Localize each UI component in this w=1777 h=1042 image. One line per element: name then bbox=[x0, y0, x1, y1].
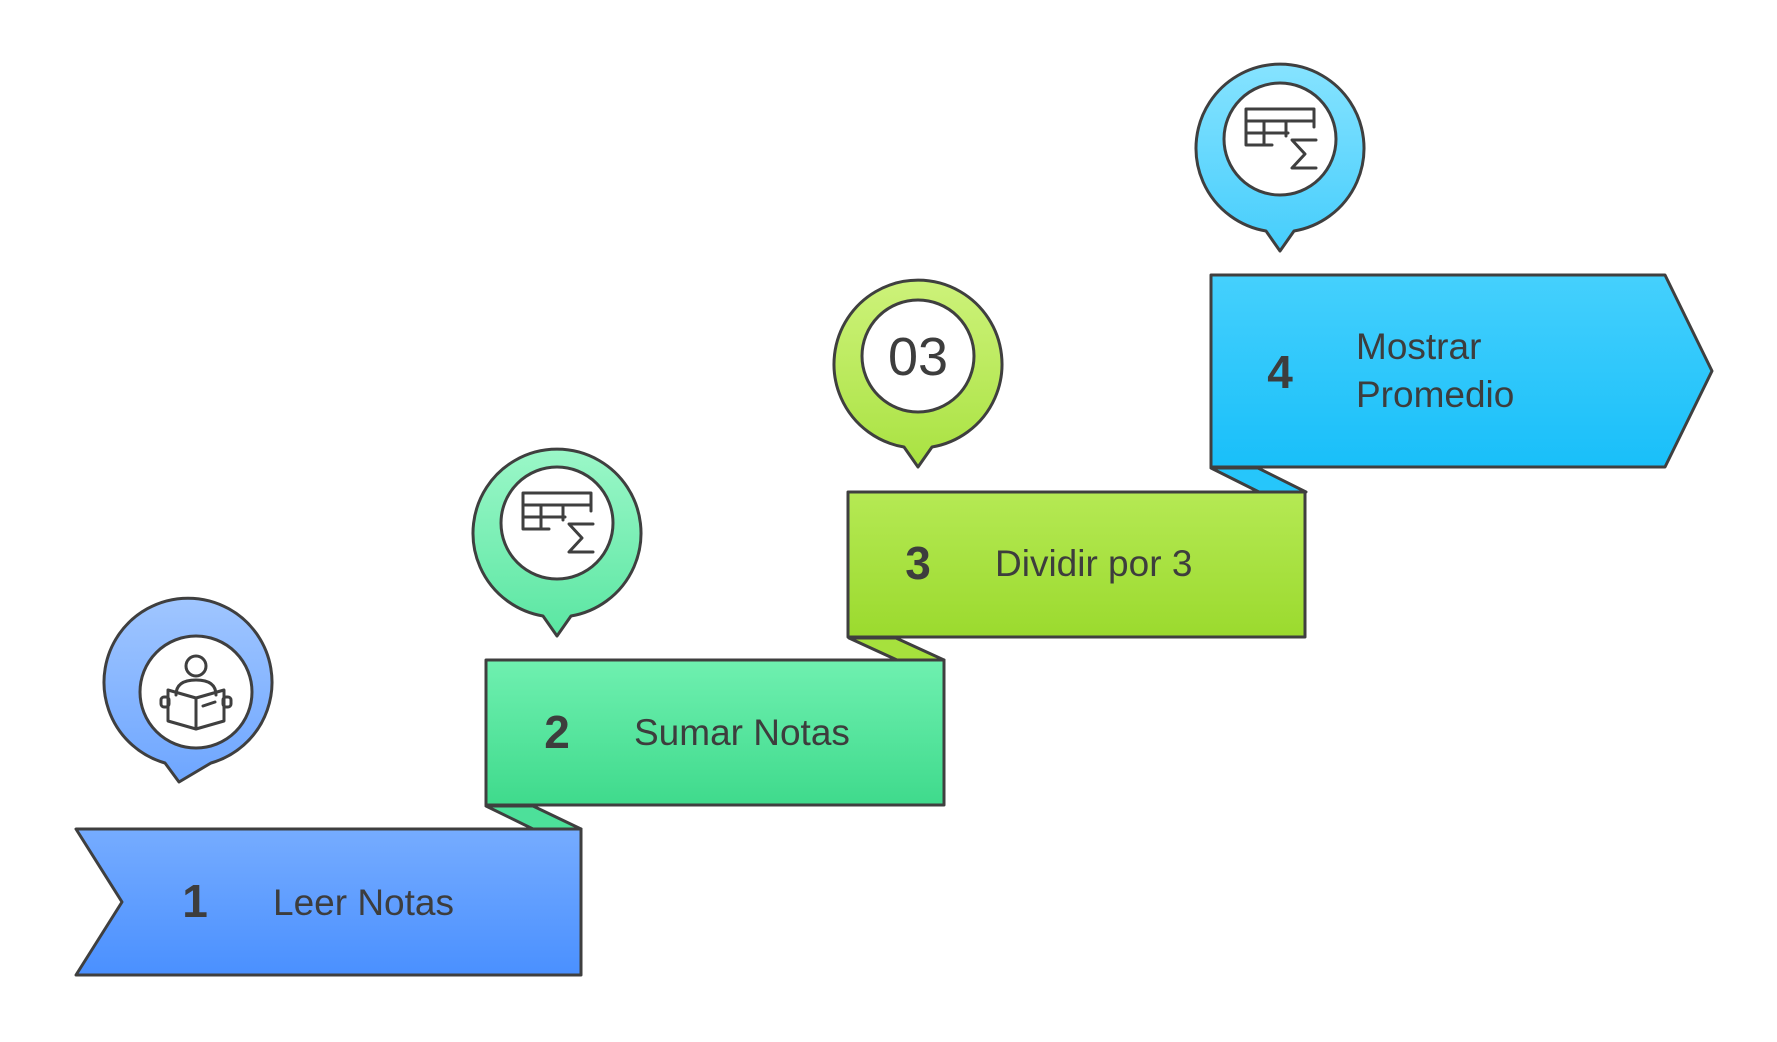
spreadsheet-sum-icon bbox=[521, 491, 595, 554]
step-1-label: Leer Notas bbox=[273, 882, 454, 923]
step-1-banner bbox=[74, 827, 583, 977]
step-3: 3 Dividir por 3 bbox=[846, 490, 1307, 639]
step-4-number: 4 bbox=[1267, 346, 1293, 398]
step-4: 4 Mostrar Promedio bbox=[1209, 273, 1714, 469]
step-2-banner bbox=[484, 658, 946, 807]
spreadsheet-sum-icon bbox=[1244, 107, 1318, 170]
step-3-label: Dividir por 3 bbox=[995, 543, 1192, 584]
step-3-pin-number: 03 bbox=[888, 327, 948, 387]
step-3-banner bbox=[846, 490, 1307, 639]
connector-fold-2-3 bbox=[847, 636, 946, 662]
step-4-pin bbox=[1194, 62, 1366, 253]
connector-fold-3-4 bbox=[1209, 466, 1308, 494]
step-2-pin bbox=[471, 447, 643, 638]
step-4-banner bbox=[1209, 273, 1714, 469]
connector-fold-1-2 bbox=[484, 804, 583, 831]
step-2-number: 2 bbox=[544, 706, 570, 758]
step-1: 1 Leer Notas bbox=[74, 827, 583, 977]
step-1-pin bbox=[102, 596, 274, 784]
step-4-label-line1: Mostrar bbox=[1356, 326, 1481, 367]
step-1-number: 1 bbox=[182, 875, 208, 927]
step-3-number: 3 bbox=[905, 537, 931, 589]
step-2: 2 Sumar Notas bbox=[484, 658, 946, 807]
reading-person-icon bbox=[159, 654, 233, 731]
step-4-label-line2: Promedio bbox=[1356, 374, 1514, 415]
step-2-label: Sumar Notas bbox=[634, 712, 850, 753]
step-3-pin: 03 bbox=[832, 278, 1004, 469]
